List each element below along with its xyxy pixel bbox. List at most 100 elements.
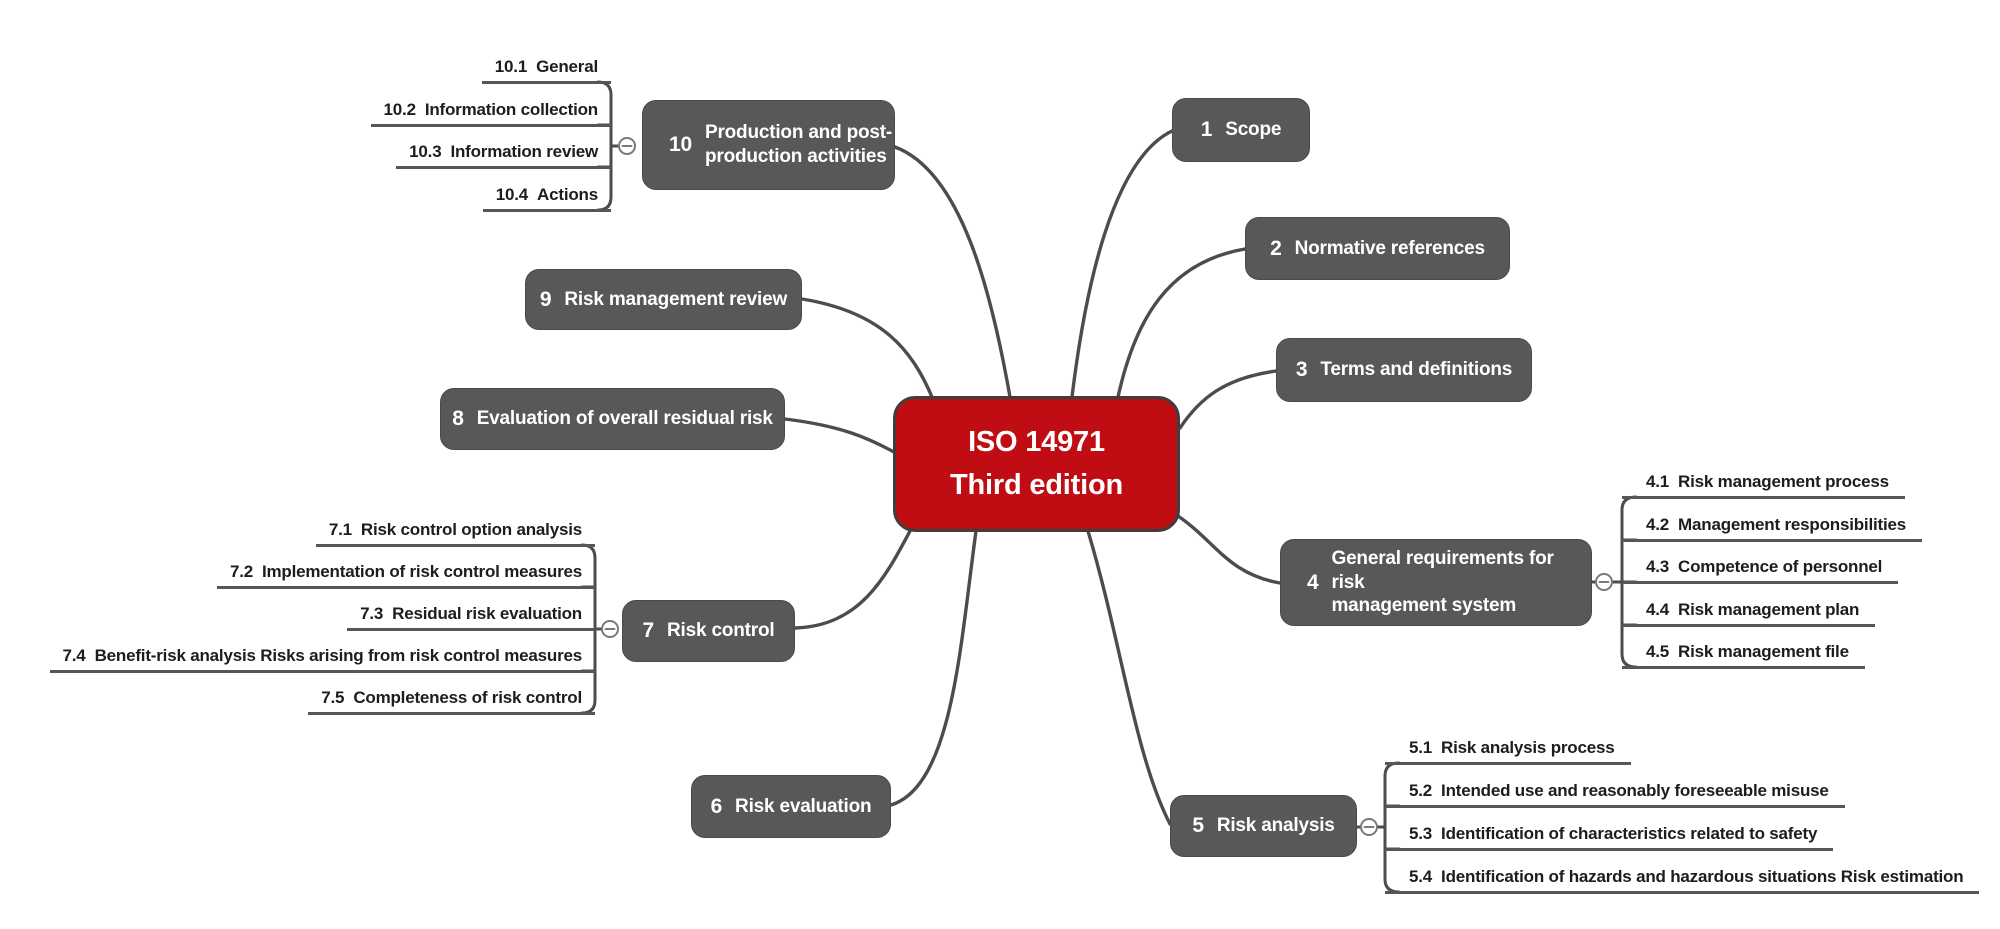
connector-topic-2 xyxy=(1116,247,1247,399)
topic-label: Scope xyxy=(1225,119,1282,141)
subtopic-number: 4.4 xyxy=(1646,599,1670,619)
subtopic-number: 10.2 xyxy=(383,99,416,119)
subtopic-label: Risk control option analysis xyxy=(360,519,582,539)
topic-label: Risk evaluation xyxy=(735,795,872,817)
topic-number: 10 xyxy=(669,133,692,156)
subtopic-5-4[interactable]: 5.4 Identification of hazards and hazard… xyxy=(1385,862,1980,894)
subtopic-label: Information collection xyxy=(424,99,598,119)
subtopic-label: Risk management plan xyxy=(1678,599,1860,619)
topic-10-production-post-production[interactable]: 10 Production and post- production activ… xyxy=(642,100,895,190)
connector-topic-10 xyxy=(893,145,1012,399)
topic-label: Production and post- production activiti… xyxy=(704,122,893,167)
collapse-icon-topic-7[interactable] xyxy=(601,620,619,638)
connector-topic-9 xyxy=(800,297,934,399)
central-topic[interactable]: ISO 14971 Third edition xyxy=(893,396,1180,532)
collapse-icon-topic-4[interactable] xyxy=(1595,573,1613,591)
topic-number: 6 xyxy=(710,794,723,818)
topic-number: 2 xyxy=(1270,236,1282,260)
subtopic-number: 4.5 xyxy=(1646,641,1670,661)
subtopic-10-3[interactable]: 10.3 Information review xyxy=(396,137,611,169)
topic-number: 1 xyxy=(1200,118,1213,141)
central-topic-title-line2: Third edition xyxy=(950,469,1123,501)
subtopic-10-4[interactable]: 10.4 Actions xyxy=(482,180,611,212)
topic-number: 5 xyxy=(1192,814,1204,837)
collapse-icon-topic-5[interactable] xyxy=(1360,818,1378,836)
subtopic-label: Actions xyxy=(537,184,598,204)
subtopic-number: 7.5 xyxy=(321,687,345,707)
subtopic-7-1[interactable]: 7.1 Risk control option analysis xyxy=(315,515,595,547)
topic-5-risk-analysis[interactable]: 5 Risk analysis xyxy=(1170,795,1357,857)
subtopic-number: 7.4 xyxy=(62,645,86,665)
subtopic-label: Identification of characteristics relate… xyxy=(1441,823,1818,843)
subtopic-number: 10.1 xyxy=(494,56,528,76)
subtopic-number: 4.2 xyxy=(1646,514,1670,534)
topic-number: 3 xyxy=(1295,358,1308,381)
subtopic-4-3[interactable]: 4.3 Competence of personnel xyxy=(1622,552,1899,584)
subtopic-number: 10.3 xyxy=(409,141,442,161)
subtopic-5-1[interactable]: 5.1 Risk analysis process xyxy=(1385,733,1631,765)
connector-topic-4 xyxy=(1176,514,1282,585)
subtopic-number: 10.4 xyxy=(495,184,529,204)
subtopic-10-1[interactable]: 10.1 General xyxy=(481,52,611,84)
subtopic-label: General xyxy=(536,56,598,76)
subtopic-number: 5.4 xyxy=(1409,866,1433,886)
topic-3-terms-and-definitions[interactable]: 3 Terms and definitions xyxy=(1276,338,1532,402)
topic-number: 4 xyxy=(1307,570,1319,594)
subtopic-label: Implementation of risk control measures xyxy=(261,561,582,581)
subtopic-7-3[interactable]: 7.3 Residual risk evaluation xyxy=(347,599,595,631)
topic-label: Terms and definitions xyxy=(1320,359,1513,381)
topic-2-normative-references[interactable]: 2 Normative references xyxy=(1245,217,1510,280)
subtopic-number: 4.3 xyxy=(1646,556,1670,576)
topic-4-general-requirements[interactable]: 4 General requirements for risk manageme… xyxy=(1280,539,1592,626)
topic-label: Evaluation of overall residual risk xyxy=(476,408,773,430)
connector-topic-6 xyxy=(889,529,978,807)
subtopic-number: 5.3 xyxy=(1409,823,1433,843)
subtopic-number: 7.2 xyxy=(229,561,253,581)
topic-9-risk-management-review[interactable]: 9 Risk management review xyxy=(525,269,802,330)
subtopic-label: Intended use and reasonably foreseeable … xyxy=(1441,780,1829,800)
subtopic-label: Residual risk evaluation xyxy=(392,603,582,623)
subtopic-number: 4.1 xyxy=(1646,471,1670,491)
topic-number: 7 xyxy=(642,619,655,642)
subtopic-label: Competence of personnel xyxy=(1678,556,1883,576)
subtopic-4-2[interactable]: 4.2 Management responsibilities xyxy=(1622,510,1922,542)
subtopic-label: Management responsibilities xyxy=(1678,514,1906,534)
topic-label: Risk control xyxy=(667,620,775,642)
subtopic-5-2[interactable]: 5.2 Intended use and reasonably foreseea… xyxy=(1385,776,1845,808)
subtopic-7-2[interactable]: 7.2 Implementation of risk control measu… xyxy=(216,557,595,589)
topic-label: Normative references xyxy=(1294,237,1486,259)
subtopic-4-4[interactable]: 4.4 Risk management plan xyxy=(1622,595,1876,627)
subtopic-label: Benefit-risk analysis Risks arising from… xyxy=(94,645,583,665)
topic-8-evaluation-overall-residual-risk[interactable]: 8 Evaluation of overall residual risk xyxy=(440,388,785,450)
topic-number: 8 xyxy=(452,407,464,430)
topic-7-risk-control[interactable]: 7 Risk control xyxy=(622,600,795,662)
connector-topic-7 xyxy=(793,529,912,630)
topic-label: Risk analysis xyxy=(1216,815,1335,837)
subtopic-label: Risk management process xyxy=(1678,471,1889,491)
topic-6-risk-evaluation[interactable]: 6 Risk evaluation xyxy=(691,775,891,838)
subtopic-4-1[interactable]: 4.1 Risk management process xyxy=(1622,467,1905,499)
subtopic-10-2[interactable]: 10.2 Information collection xyxy=(370,95,611,127)
topic-1-scope[interactable]: 1 Scope xyxy=(1172,98,1310,162)
subtopic-4-5[interactable]: 4.5 Risk management file xyxy=(1622,637,1865,669)
connector-topic-1 xyxy=(1070,129,1174,399)
subtopic-label: Risk management file xyxy=(1678,641,1849,661)
subtopic-label: Risk analysis process xyxy=(1441,737,1615,757)
subtopic-7-4[interactable]: 7.4 Benefit-risk analysis Risks arising … xyxy=(49,641,595,673)
collapse-icon-topic-10[interactable] xyxy=(618,137,636,155)
connector-topic-3 xyxy=(1178,369,1278,430)
subtopic-label: Identification of hazards and hazardous … xyxy=(1441,866,1964,886)
subtopic-label: Information review xyxy=(450,141,598,161)
topic-label: General requirements for risk management… xyxy=(1331,547,1554,617)
subtopic-number: 7.1 xyxy=(328,519,352,539)
subtopic-7-5[interactable]: 7.5 Completeness of risk control xyxy=(308,683,595,715)
central-topic-title-line1: ISO 14971 xyxy=(968,425,1105,458)
subtopic-number: 5.1 xyxy=(1409,737,1433,757)
subtopic-5-3[interactable]: 5.3 Identification of characteristics re… xyxy=(1385,819,1834,851)
subtopic-number: 5.2 xyxy=(1409,780,1433,800)
topic-label: Risk management review xyxy=(564,288,788,310)
connector-topic-8 xyxy=(783,417,896,454)
topic-number: 9 xyxy=(539,287,552,311)
subtopic-number: 7.3 xyxy=(360,603,384,623)
